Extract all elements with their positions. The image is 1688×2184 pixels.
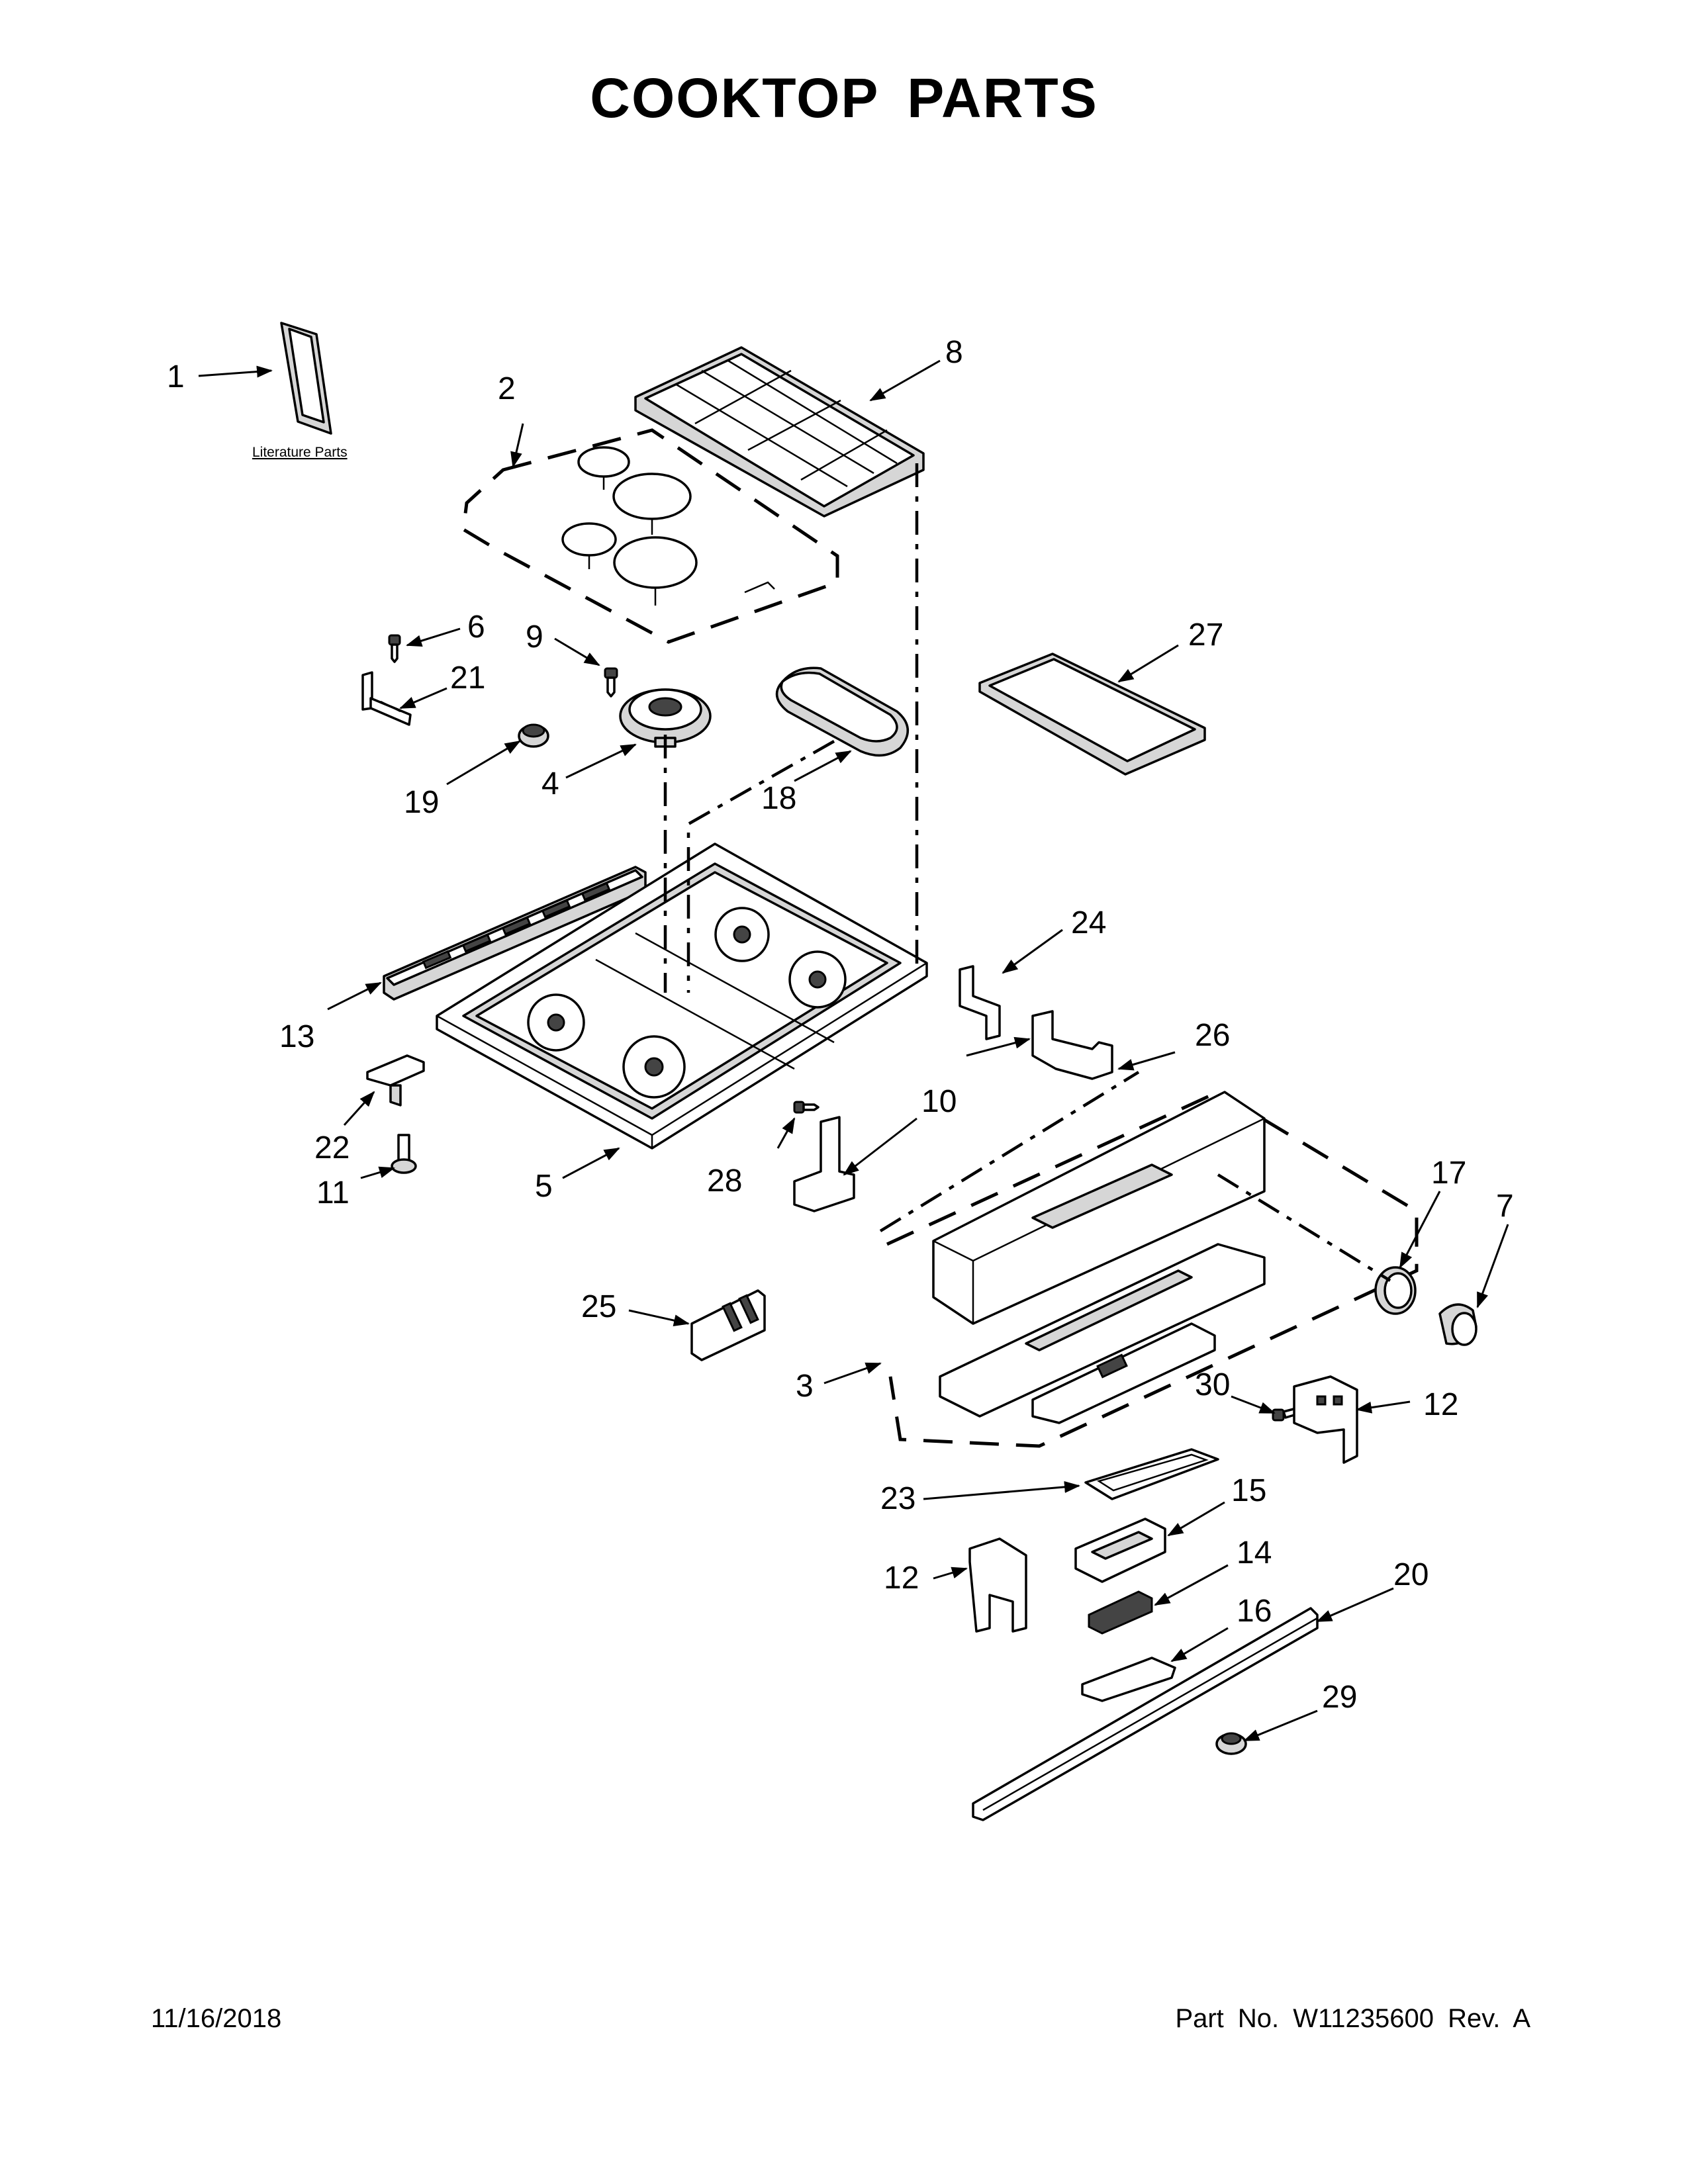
bracket-22 [366, 1054, 425, 1107]
keypad-module [1088, 1590, 1153, 1635]
surface-burner [619, 688, 712, 748]
screw-28 [793, 1101, 820, 1114]
cooktop-main-top [436, 842, 928, 1150]
callout-24: 24 [1071, 905, 1106, 940]
control-panel-assembly [886, 1090, 1419, 1448]
callout-16: 16 [1237, 1594, 1272, 1629]
callout-5: 5 [535, 1169, 553, 1204]
trim-rail [972, 1607, 1319, 1821]
callout-20: 20 [1393, 1557, 1429, 1592]
page-title: COOKTOP PARTS [590, 67, 1098, 129]
callout-labels: 1 2 8 6 9 21 19 4 18 27 24 26 10 13 22 1… [167, 335, 1514, 1715]
callout-19: 19 [404, 785, 439, 820]
end-cap-left [968, 1537, 1027, 1633]
cooktop-glass-outline [461, 428, 839, 644]
callout-7: 7 [1496, 1189, 1514, 1224]
display-bracket [1081, 1657, 1176, 1702]
callout-12-right: 12 [1423, 1387, 1458, 1422]
callout-13: 13 [279, 1019, 314, 1054]
callout-28: 28 [707, 1163, 742, 1199]
callout-27: 27 [1188, 617, 1223, 653]
callout-22: 22 [314, 1130, 350, 1165]
screw-6 [388, 634, 401, 663]
foot-29 [1215, 1732, 1247, 1755]
callout-9: 9 [526, 619, 543, 655]
callout-4: 4 [541, 766, 559, 801]
footer-date: 11/16/2018 [151, 2004, 282, 2033]
callout-1: 1 [167, 359, 185, 394]
callout-11: 11 [316, 1175, 350, 1210]
alignment-lines [663, 463, 1391, 1282]
callout-15: 15 [1231, 1473, 1266, 1508]
leveling-leg [391, 1134, 417, 1174]
callout-8: 8 [945, 335, 963, 370]
bracket-10-upper [1031, 1010, 1113, 1080]
cooktop-grate [634, 346, 925, 518]
display-gasket [1084, 1448, 1219, 1500]
screw-9 [604, 667, 618, 698]
callout-30: 30 [1195, 1367, 1230, 1402]
footer-part-number: Part No. W11235600 Rev. A [1175, 2004, 1530, 2033]
control-board [1074, 1518, 1166, 1583]
callout-17: 17 [1431, 1156, 1466, 1191]
literature-parts-label: Literature Parts [252, 445, 348, 460]
callout-26: 26 [1195, 1018, 1230, 1053]
callout-23: 23 [880, 1481, 915, 1516]
callout-2: 2 [498, 371, 516, 406]
callout-25: 25 [581, 1289, 616, 1324]
callout-14: 14 [1237, 1535, 1272, 1570]
callout-18: 18 [761, 781, 796, 816]
callout-10a: 10 [921, 1084, 957, 1119]
callout-6: 6 [467, 610, 485, 645]
igniter-bracket [361, 671, 412, 726]
burner-cap-19 [518, 723, 549, 748]
leader-arrows [198, 359, 1509, 1742]
bracket-10-lower [793, 1116, 855, 1212]
bracket-25 [690, 1289, 766, 1361]
callout-21: 21 [450, 660, 485, 696]
callout-12-left: 12 [884, 1561, 919, 1596]
callout-29: 29 [1322, 1680, 1357, 1715]
griddle [978, 653, 1206, 776]
griddle-burner-cover [775, 666, 910, 757]
bracket-24 [959, 965, 1001, 1040]
control-knob [1438, 1303, 1477, 1346]
callout-3: 3 [796, 1369, 814, 1404]
end-cap-right [1293, 1375, 1358, 1464]
literature-booklet: Literature Parts [252, 322, 348, 460]
